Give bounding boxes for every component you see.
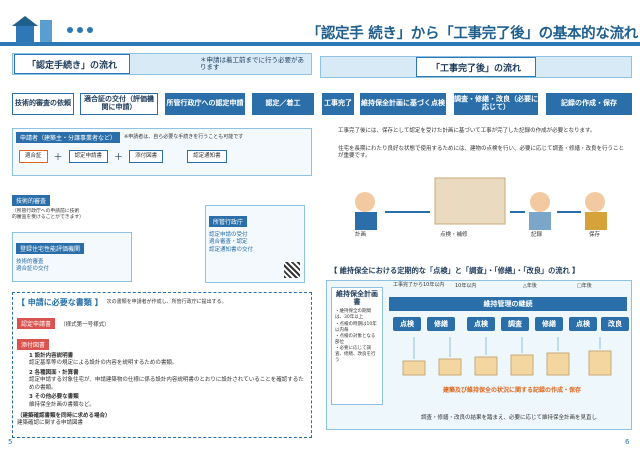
chip-5: 修繕 bbox=[535, 317, 563, 331]
docs-section: 【 申請に必要な書類 】 次の書類を申請者が作成し、所管行政庁に提出する。 認定… bbox=[12, 292, 312, 438]
agency-line-1: 技術的審査 bbox=[16, 259, 44, 265]
figure-label-store: 保存 bbox=[589, 232, 601, 238]
tech-review: 技術的審査 （所管行政庁への申請前に技術的審査を受けることができます） bbox=[12, 188, 84, 222]
tech-review-note: （所管行政庁への申請前に技術的審査を受けることができます） bbox=[12, 209, 84, 221]
figure-label-inspect: 点検・補修 bbox=[440, 232, 468, 238]
gov-line-2: 適合審査・認定 bbox=[209, 239, 248, 246]
doc-chip-notice: 認定通知書 bbox=[187, 150, 227, 164]
step-1: 技術的審査の依頼 bbox=[12, 93, 74, 115]
bottom-note: 調査・修繕・改良の結果を踏まえ、必要に応じて維持保全計画を見直し bbox=[420, 415, 597, 421]
chip-7: 改良 bbox=[601, 317, 629, 331]
maintenance-section-title: 【 維持保全における定期的な「点検」と「調査」・「修繕」・「改良」の流れ 】 bbox=[330, 266, 580, 275]
header-logo bbox=[10, 14, 100, 44]
gov-line-1: 認定申請の受付 bbox=[209, 232, 248, 238]
figure-label-plan: 計画 bbox=[355, 232, 367, 238]
doc-item-1: 1 設計内容説明書認定基準等の規定による設計の内容を説明するための書類。 bbox=[29, 353, 178, 367]
gov-box: 所管行政庁 認定申請の受付 適合審査・認定 認定通知書の交付 bbox=[205, 205, 305, 283]
step-5: 工事完了 bbox=[322, 93, 354, 115]
applicant-panel: 申請者（建築主・分譲事業者など） ※申請者は、自ら必要な手続きを行うことも可能で… bbox=[12, 128, 312, 176]
agency-line-2: 適合証の交付 bbox=[16, 266, 50, 273]
plan-line-2: ・点検の時期は10年以内毎 bbox=[335, 321, 377, 333]
plan-line-3: ・点検の対象となる部位 bbox=[335, 333, 376, 345]
step-6: 維持保全計画に基づく点検 bbox=[360, 93, 446, 115]
applicant-note: ※申請者は、自ら必要な手続きを行うことも可能です bbox=[124, 134, 244, 141]
agency-box: 登録住宅性能評価機関 技術的審査 適合証の交付 bbox=[12, 232, 132, 282]
record-stack-graphic bbox=[393, 337, 629, 381]
doc-item-2: 2 各種図面・計算書認定申請する対象住宅が、申請建築物の仕様に係る設計内容説明書… bbox=[29, 369, 304, 391]
chip-4: 調査 bbox=[501, 317, 529, 331]
flow-label-right: 「工事完了後」の流れ bbox=[415, 57, 536, 77]
plan-line-4: ・必要に応じて調査、修繕、改良を行う bbox=[335, 345, 376, 363]
step-3: 所管行政庁への認定申請 bbox=[165, 93, 245, 115]
step-2: 適合証の交付（評価機関に申請） bbox=[80, 93, 158, 115]
flow-banner-left: 「認定手続き」の流れ ＊申請は着工前までに行う必要があります bbox=[12, 53, 312, 75]
chip-2: 修繕 bbox=[427, 317, 455, 331]
doc-a-note: （様式第一号様式） bbox=[60, 322, 110, 328]
step-8: 記録の作成・保存 bbox=[546, 93, 632, 115]
applicant-label: 申請者（建築主・分譲事業者など） bbox=[16, 132, 121, 143]
timeline-3: □年後 bbox=[577, 283, 592, 289]
chip-1: 点検 bbox=[393, 317, 421, 331]
page-number-right: 6 bbox=[625, 438, 630, 446]
doc-a-label: 認定申請書 bbox=[17, 318, 56, 329]
flow-label-left: 「認定手続き」の流れ bbox=[13, 54, 130, 74]
chip-6: 点検 bbox=[569, 317, 597, 331]
doc-chip-application: 認定申請書 bbox=[68, 150, 109, 164]
flow-note: ＊申請は着工前までに行う必要があります bbox=[200, 55, 304, 71]
doc-chip-attachments: 添付図書 bbox=[129, 150, 164, 164]
plan-box: 維持保全計画書 ・維持保全の期間は、30年以上 ・点検の時期は10年以内毎 ・点… bbox=[331, 287, 383, 405]
gov-line-3: 認定通知書の交付 bbox=[209, 246, 254, 253]
step-4: 認定／着工 bbox=[252, 93, 314, 115]
page-title: 「認定手 続き」から「工事完了後」の基本的な流れ bbox=[306, 26, 639, 42]
gov-label: 所管行政庁 bbox=[209, 216, 248, 227]
chip-3: 点検 bbox=[467, 317, 495, 331]
timeline-2: △年後 bbox=[523, 283, 537, 289]
docs-title: 【 申請に必要な書類 】 bbox=[17, 298, 103, 307]
tech-review-label: 技術的審査 bbox=[12, 195, 51, 206]
page-number-left: 5 bbox=[8, 438, 13, 446]
main-bar: 維持管理の継続 bbox=[389, 297, 627, 311]
docs-footer-2: 建築確認に関する申請図書 bbox=[17, 420, 84, 427]
right-para-1: 工事完了後には、保存として認定を受けた計画に基づいて工事が完了した記録の作成が必… bbox=[338, 128, 596, 134]
plan-line-1: ・維持保全の期間は、30年以上 bbox=[335, 309, 371, 321]
right-para-2: 住宅を長期にわたり良好な状態で使用するためには、建物の点検を行い、必要に応じて調… bbox=[338, 146, 625, 160]
qr-code-icon bbox=[284, 262, 300, 278]
doc-chip-certificate: 適合証 bbox=[19, 150, 48, 164]
figure-label-record: 記録 bbox=[531, 232, 543, 238]
docs-footer: （建築確認書類を同時に求める場合） bbox=[17, 412, 111, 419]
record-caption: 建築及び維持保全の状況に関する記録の作成・保存 bbox=[442, 387, 581, 394]
maintenance-diagram: 維持保全計画書 ・維持保全の期間は、30年以上 ・点検の時期は10年以内毎 ・点… bbox=[326, 280, 632, 430]
docs-intro: 次の書類を申請者が作成し、所管行政庁に提出する。 bbox=[106, 299, 227, 306]
agency-label: 登録住宅性能評価機関 bbox=[16, 243, 85, 254]
doc-item-3: 3 その他必要な書類維持保全計画の書類など。 bbox=[29, 394, 95, 408]
maintenance-illustration: 計画 点検・補修 記録 保存 bbox=[345, 172, 625, 242]
doc-b-label: 添付図書 bbox=[17, 339, 50, 350]
plan-title: 維持保全計画書 bbox=[336, 290, 378, 306]
step-7: 調査・修繕・改良（必要に応じて） bbox=[454, 93, 538, 115]
timeline-0: 工事完了から10年以内 bbox=[393, 282, 445, 288]
flow-banner-right: 「工事完了後」の流れ bbox=[320, 56, 632, 78]
header-rule bbox=[0, 42, 640, 46]
timeline-1: 10年以内 bbox=[455, 283, 477, 289]
